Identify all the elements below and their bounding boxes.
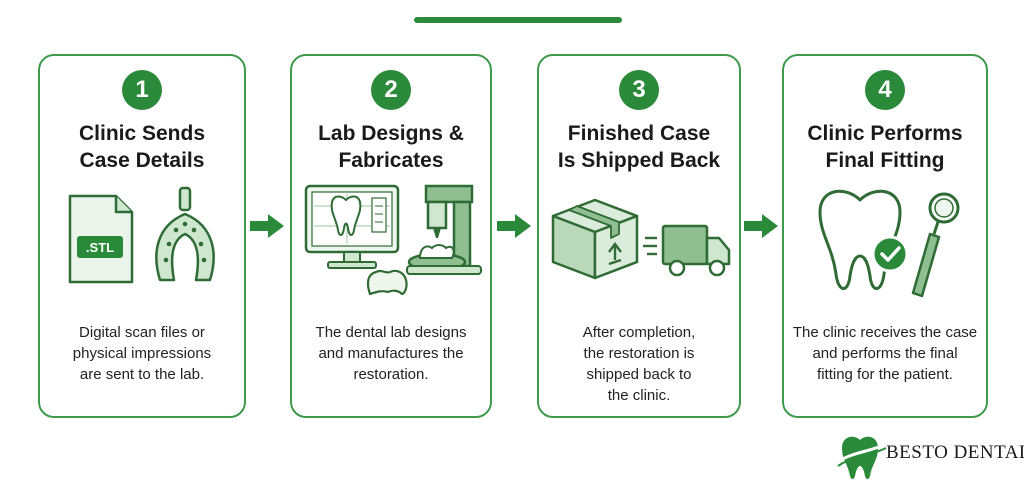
impression-tray-icon <box>155 186 215 282</box>
top-accent-bar <box>414 17 622 23</box>
step-title: Clinic Sends Case Details <box>78 122 206 172</box>
stl-file-icon: .STL <box>68 194 134 284</box>
step-illustration <box>818 189 960 298</box>
step-number-badge: 4 <box>865 70 905 110</box>
step-illustration: .STL <box>68 186 215 284</box>
file-type-label: .STL <box>86 240 114 255</box>
logo-text: BESTO DENTAL <box>886 442 1024 463</box>
shipping-box-icon <box>551 198 639 280</box>
step-title: Clinic Performs Final Fitting <box>807 122 963 172</box>
step-description: After completion, the restoration is shi… <box>582 324 696 404</box>
step-card-1: 1 Clinic Sends Case Details .STL Digital… <box>38 54 246 418</box>
step-illustration <box>304 184 482 296</box>
step-number-badge: 2 <box>371 70 411 110</box>
tooth-logo-icon <box>837 436 886 479</box>
step-card-3: 3 Finished Case Is Shipped Back After co… <box>537 54 741 418</box>
arrow-right-icon <box>497 214 531 238</box>
step-description: The dental lab designs and manufactures … <box>315 324 467 383</box>
arrow-right-icon <box>744 214 778 238</box>
delivery-truck-icon <box>643 224 731 277</box>
step-illustration <box>551 198 731 280</box>
crown-icon <box>366 269 408 296</box>
step-card-4: 4 Clinic Performs Final Fitting The clin… <box>782 54 988 418</box>
step-number-badge: 3 <box>619 70 659 110</box>
step-title: Lab Designs & Fabricates <box>318 122 464 172</box>
step-description: The clinic receives the case and perform… <box>792 324 978 383</box>
milling-machine-icon <box>406 184 482 275</box>
step-description: Digital scan files or physical impressio… <box>72 324 212 383</box>
step-number-badge: 1 <box>122 70 162 110</box>
step-title: Finished Case Is Shipped Back <box>557 122 721 172</box>
besto-dental-logo: BESTO DENTAL <box>836 432 1024 480</box>
dental-mirror-icon <box>911 192 960 298</box>
arrow-right-icon <box>250 214 284 238</box>
cad-monitor-icon <box>304 184 400 269</box>
step-card-2: 2 Lab Designs & Fabricates <box>290 54 492 418</box>
tooth-check-icon <box>818 189 909 290</box>
